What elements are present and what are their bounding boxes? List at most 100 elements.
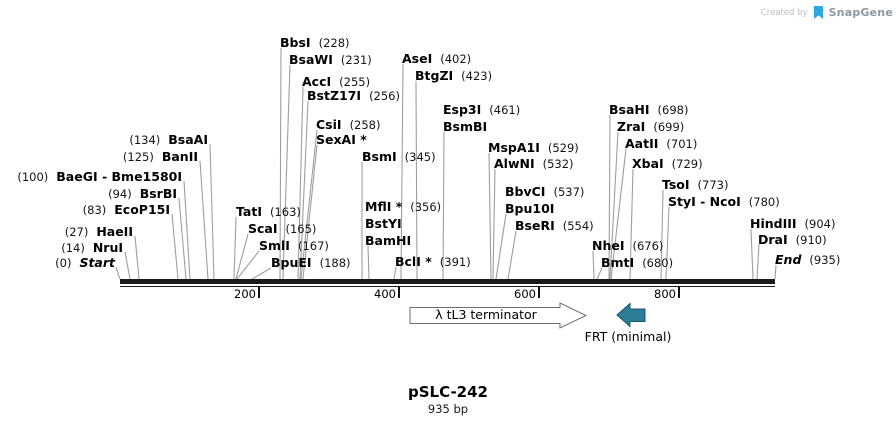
site-marker-line [233,216,237,280]
site-position: (698) [657,103,689,117]
site-marker-line [367,245,370,280]
site-label-bstz17i: BstZ17I (256) [307,88,400,103]
site-label-mspa1i: MspA1I (529) [488,140,579,155]
site-label-acci: AccI(255) [302,74,370,89]
site-marker-line [183,180,191,280]
map-title: pSLC-242 [408,383,488,401]
scale-tick [678,287,680,298]
enzyme-name: MspA1I [488,140,540,155]
site-position: (27) [64,225,89,239]
enzyme-name: ScaI [248,221,278,236]
site-label-bbvci: BbvCI (537) [505,184,585,199]
site-label-bsaai: (134)BsaAI [129,132,208,147]
site-position: (701) [666,137,698,151]
enzyme-name: BclI * [395,254,432,269]
site-marker-line [592,250,595,280]
site-position: (773) [697,178,729,192]
site-label-aatii: AatII (701) [625,136,698,151]
site-position: (537) [553,185,585,199]
scale-tick-label: 600 [514,287,536,301]
site-position: (125) [122,150,154,164]
enzyme-name: BsrBI [139,186,177,201]
site-label-asei: AseI (402) [402,51,472,66]
site-position: (904) [804,217,836,231]
site-label-btgzi: BtgZI(423) [415,68,492,83]
enzyme-name: Bpu10I [505,201,555,216]
enzyme-name: BstZ17I [307,88,362,103]
feature-label-frt: FRT (minimal) [584,329,672,344]
site-marker-line [251,267,272,280]
map-size: 935 bp [427,402,469,416]
site-position: (256) [369,89,400,103]
enzyme-name: AseI [402,51,433,66]
enzyme-name: BsaHI [609,102,650,117]
enzyme-name: BsmI [362,149,397,164]
snapgene-logo-icon [813,6,823,19]
site-label-csii: CsiI(258) [316,117,381,132]
enzyme-name: BtgZI [415,68,454,83]
site-label-bamhi: BamHI [365,233,419,248]
enzyme-name: Start [79,255,115,270]
site-label-styi-ncoi: StyI - NcoI (780) [668,194,780,209]
site-position: (910) [795,233,827,247]
enzyme-name: SmlI [259,238,290,253]
enzyme-name: XbaI [632,156,664,171]
enzyme-name: EcoP15I [114,202,170,217]
site-marker-line [235,233,249,280]
scale-tick-label: 200 [234,287,256,301]
site-label-tsoi: TsoI(773) [662,177,729,192]
enzyme-name: StyI - NcoI [668,194,741,209]
site-label-hindiii: HindIII(904) [750,216,836,231]
scale-tick [258,287,260,298]
enzyme-name: Esp3I [443,102,482,117]
credit-prefix: Created by [760,7,808,18]
sequence-line-thick [120,279,775,284]
scale-tick-label: 800 [654,287,676,301]
site-position: (402) [440,52,472,66]
sequence-line-thin [120,285,775,287]
site-position: (532) [542,157,574,171]
enzyme-name: NruI [92,240,123,255]
site-position: (167) [297,239,329,253]
enzyme-name: BamHI [365,233,412,248]
enzyme-name: AccI [302,74,332,89]
site-label-bsrbi: (94)BsrBI [108,186,177,201]
site-position: (134) [129,133,161,147]
site-marker-line [171,213,179,280]
site-marker-line [178,197,187,280]
site-position: (699) [653,120,685,134]
site-label-bstyi: BstYI [365,216,410,230]
enzyme-name: BbvCI [505,184,546,199]
site-label-xbai: XbaI(729) [632,156,703,171]
site-position: (188) [319,256,351,270]
enzyme-name: DraI [758,232,788,247]
enzyme-name: BaeGI - Bme1580I [56,169,182,184]
site-marker-line [756,243,760,280]
site-position: (14) [61,241,85,255]
site-position: (231) [340,53,372,67]
snapgene-credit: Created by SnapGene [761,5,893,20]
site-position: (680) [642,256,674,270]
enzyme-name: ZraI [617,119,646,134]
site-position: (83) [82,203,107,217]
site-label-bbsi: BbsI(228) [280,35,350,50]
site-marker-line [134,235,140,280]
site-marker-line [750,228,754,280]
feature-arrow-frt [616,302,646,328]
enzyme-name: MflI * [365,199,403,214]
enzyme-name: BmtI [601,255,635,270]
site-position: (258) [349,118,381,132]
site-position: (391) [439,255,471,269]
site-label-bpuei: BpuEI(188) [271,255,351,270]
site-position: (780) [748,195,780,209]
site-position: (529) [547,141,579,155]
feature-label-terminator: λ tL3 terminator [435,307,537,322]
enzyme-name: BseRI [515,218,555,233]
site-label-bcli: BclI * (391) [395,254,471,269]
site-marker-line [488,152,492,280]
site-label-bpu10i: Bpu10I [505,201,562,216]
site-label-esp3i: Esp3I(461) [443,102,520,117]
site-position: (163) [269,205,301,219]
enzyme-name: AatII [625,136,659,151]
